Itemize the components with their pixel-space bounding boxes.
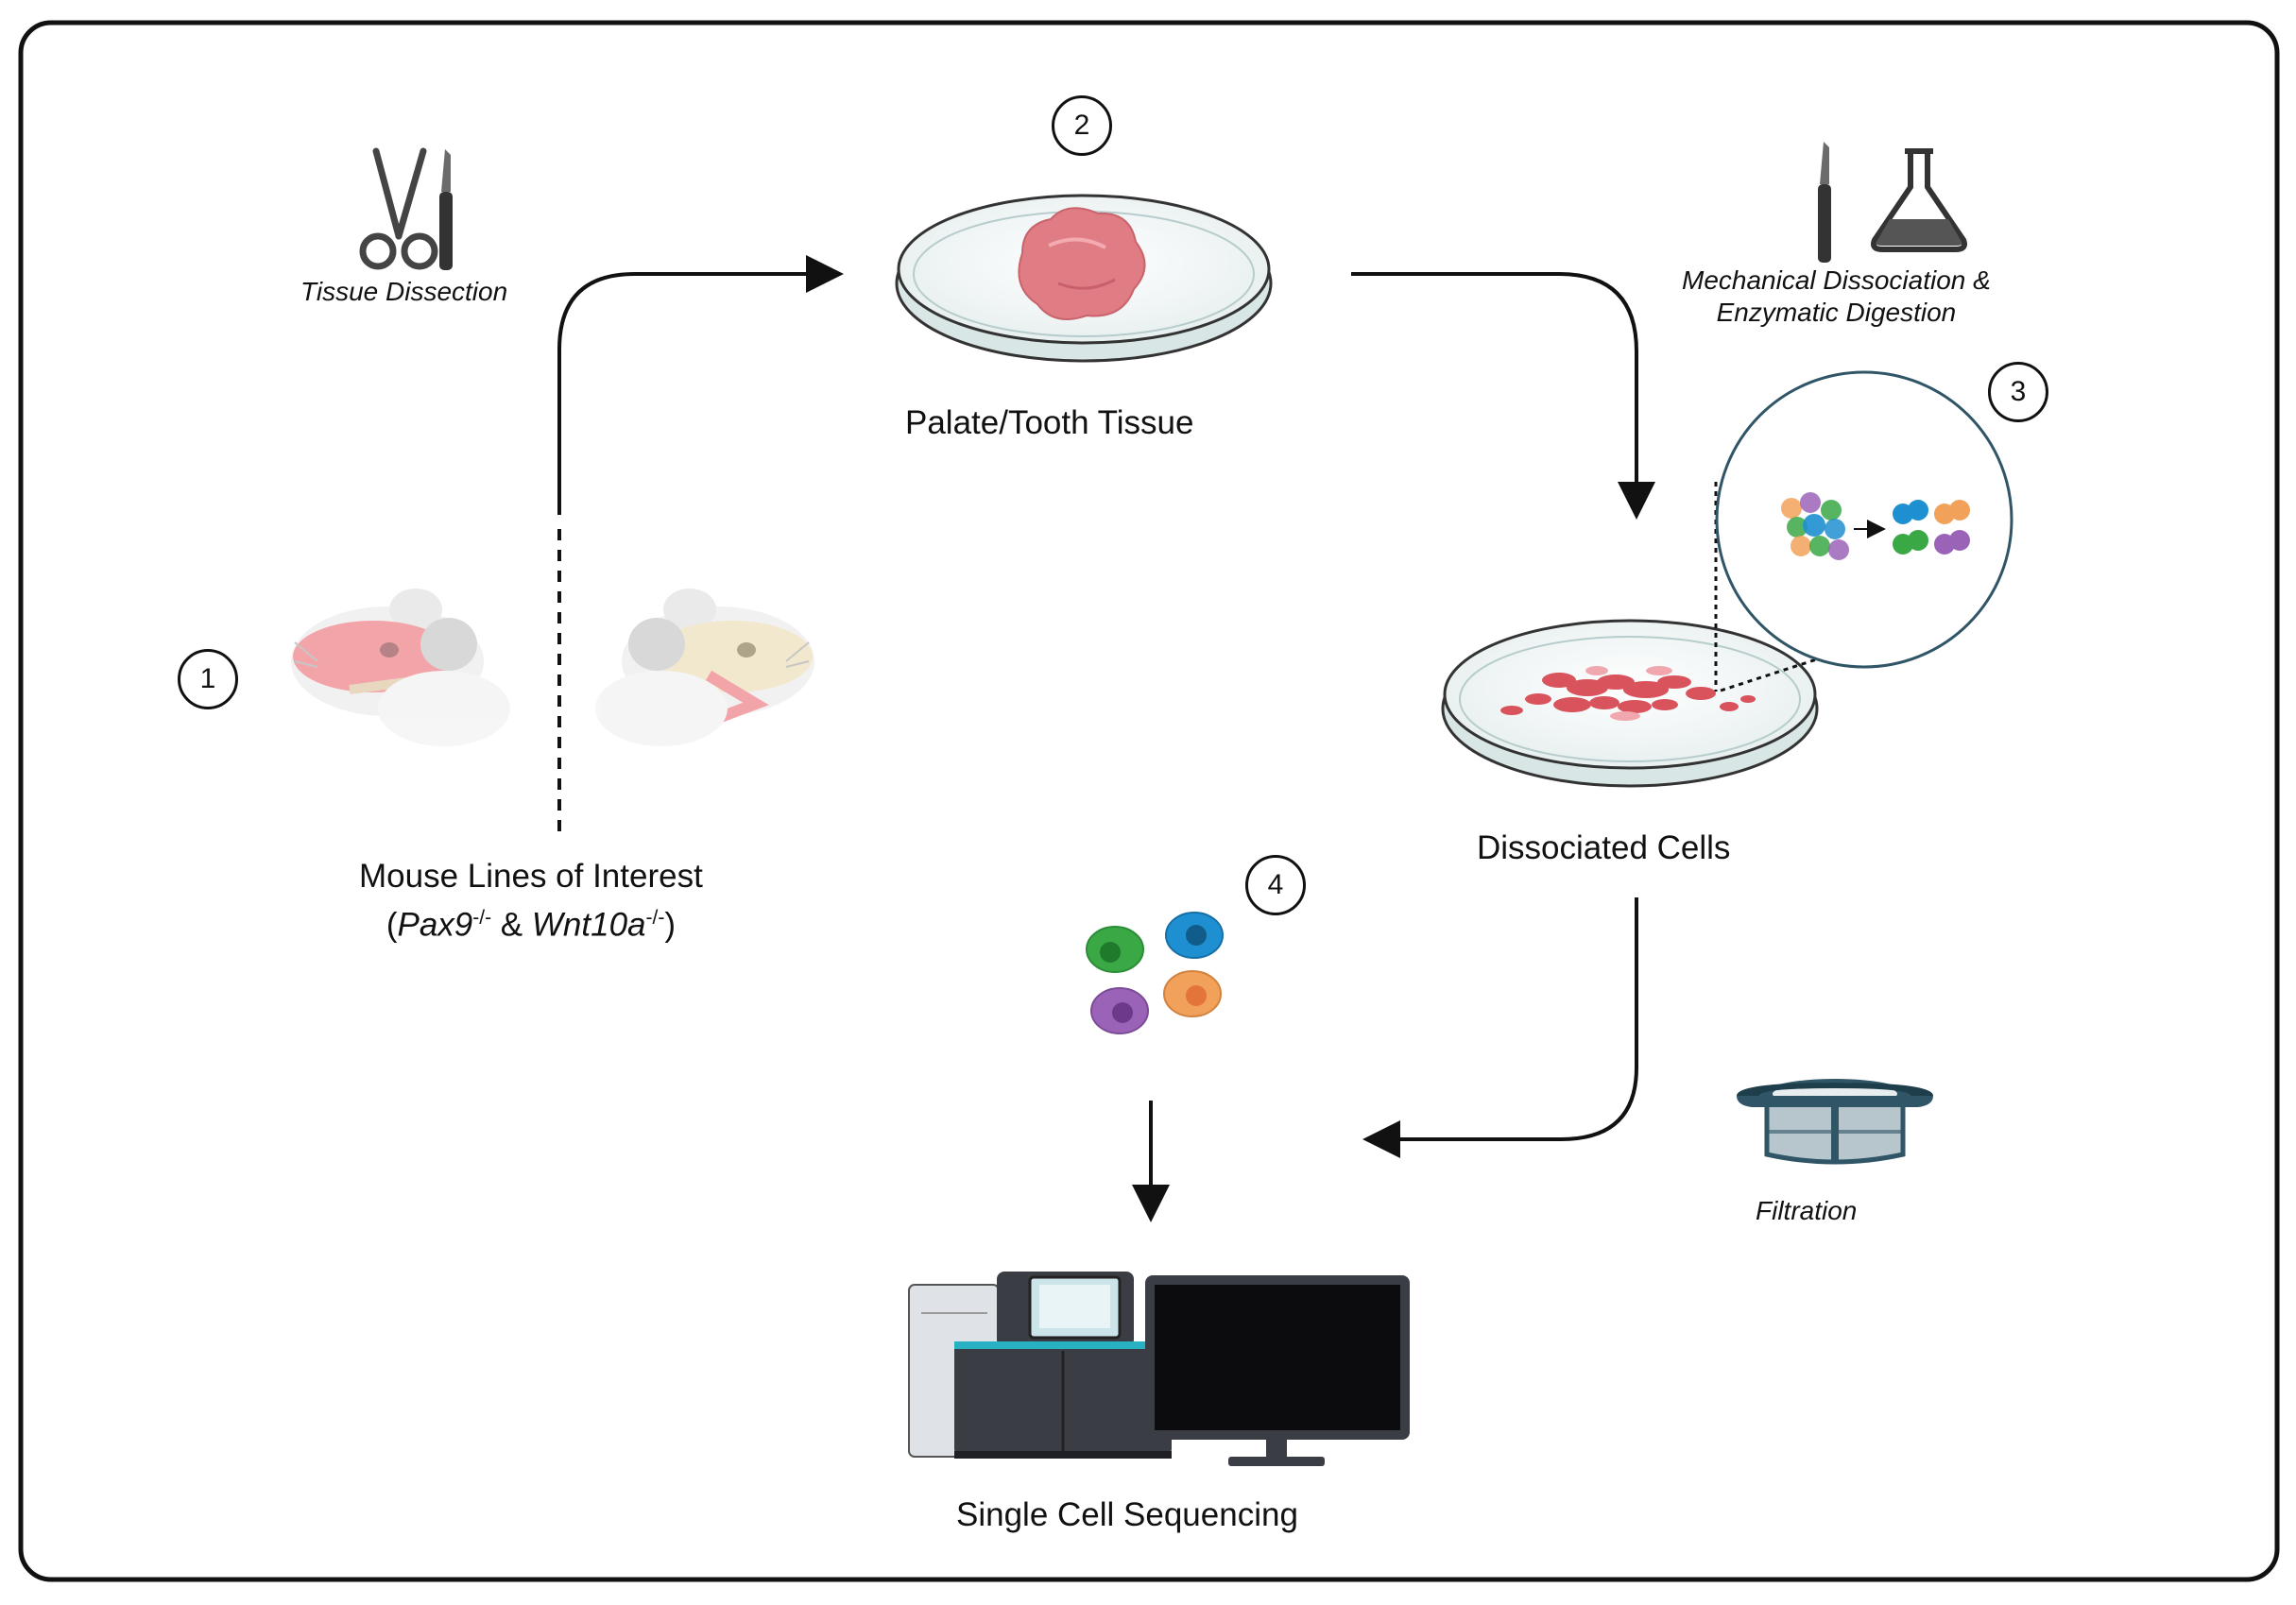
- label-mechanical-line1: Mechanical Dissociation &: [1682, 265, 1991, 295]
- cell-blue-icon: [1165, 912, 1224, 959]
- outer-frame: [18, 20, 2280, 1582]
- label-genotypes: (Pax9-/- & Wnt10a-/-): [386, 906, 676, 944]
- mouse-head-icon-2: [595, 589, 814, 746]
- gene-wnt10a: Wnt10a: [531, 906, 646, 944]
- label-amp: &: [491, 906, 532, 944]
- arrow-tissue-to-cells: [1351, 272, 1655, 520]
- arrow-cells-to-filtration: [1362, 897, 1638, 1158]
- step-number-4: 4: [1245, 855, 1306, 915]
- label-tissue-dissection: Tissue Dissection: [300, 277, 508, 306]
- scissors-icon: [359, 147, 438, 270]
- cell-orange-icon: [1163, 970, 1222, 1017]
- monitor-icon: [1145, 1275, 1410, 1466]
- cell-cluster-after: [1893, 500, 1970, 555]
- step-number-3: 3: [1988, 362, 2048, 422]
- label-dissociated-cells: Dissociated Cells: [1477, 829, 1731, 866]
- gene-pax9: Pax9: [397, 906, 473, 944]
- label-palate-tooth-tissue: Palate/Tooth Tissue: [905, 404, 1194, 441]
- scalpel-icon-2: [1818, 142, 1831, 263]
- flask-icon: [1871, 148, 1967, 252]
- cell-purple-icon: [1090, 987, 1149, 1034]
- cell-cluster-before: [1781, 492, 1849, 560]
- step-number-1: 1: [178, 649, 238, 709]
- label-mechanical-dissociation: Mechanical Dissociation & Enzymatic Dige…: [1682, 265, 1991, 329]
- gene-wnt10a-sup: -/-: [645, 907, 665, 929]
- label-mechanical-line2: Enzymatic Digestion: [1716, 298, 1957, 327]
- cell-green-icon: [1086, 926, 1144, 973]
- gene-pax9-sup: -/-: [472, 907, 492, 929]
- label-mouse-lines: Mouse Lines of Interest (Pax9-/- & Wnt10…: [359, 856, 703, 947]
- zoom-circle: [1715, 370, 2013, 669]
- sequencer-icon: [908, 1272, 1172, 1459]
- label-mouse-lines-title: Mouse Lines of Interest: [359, 858, 703, 895]
- step-number-2: 2: [1052, 95, 1112, 156]
- cell-strainer-icon: [1737, 1079, 1933, 1165]
- mouse-head-icon: [291, 589, 510, 746]
- label-single-cell-sequencing: Single Cell Sequencing: [956, 1496, 1298, 1533]
- dissociated-cell-cluster: [1500, 666, 1756, 721]
- tissue-blob: [1018, 207, 1146, 320]
- scalpel-icon: [439, 149, 453, 270]
- label-filtration: Filtration: [1756, 1196, 1858, 1225]
- arrow-mouse-to-tissue: [557, 255, 844, 515]
- zoom-line-2: [1717, 640, 1870, 693]
